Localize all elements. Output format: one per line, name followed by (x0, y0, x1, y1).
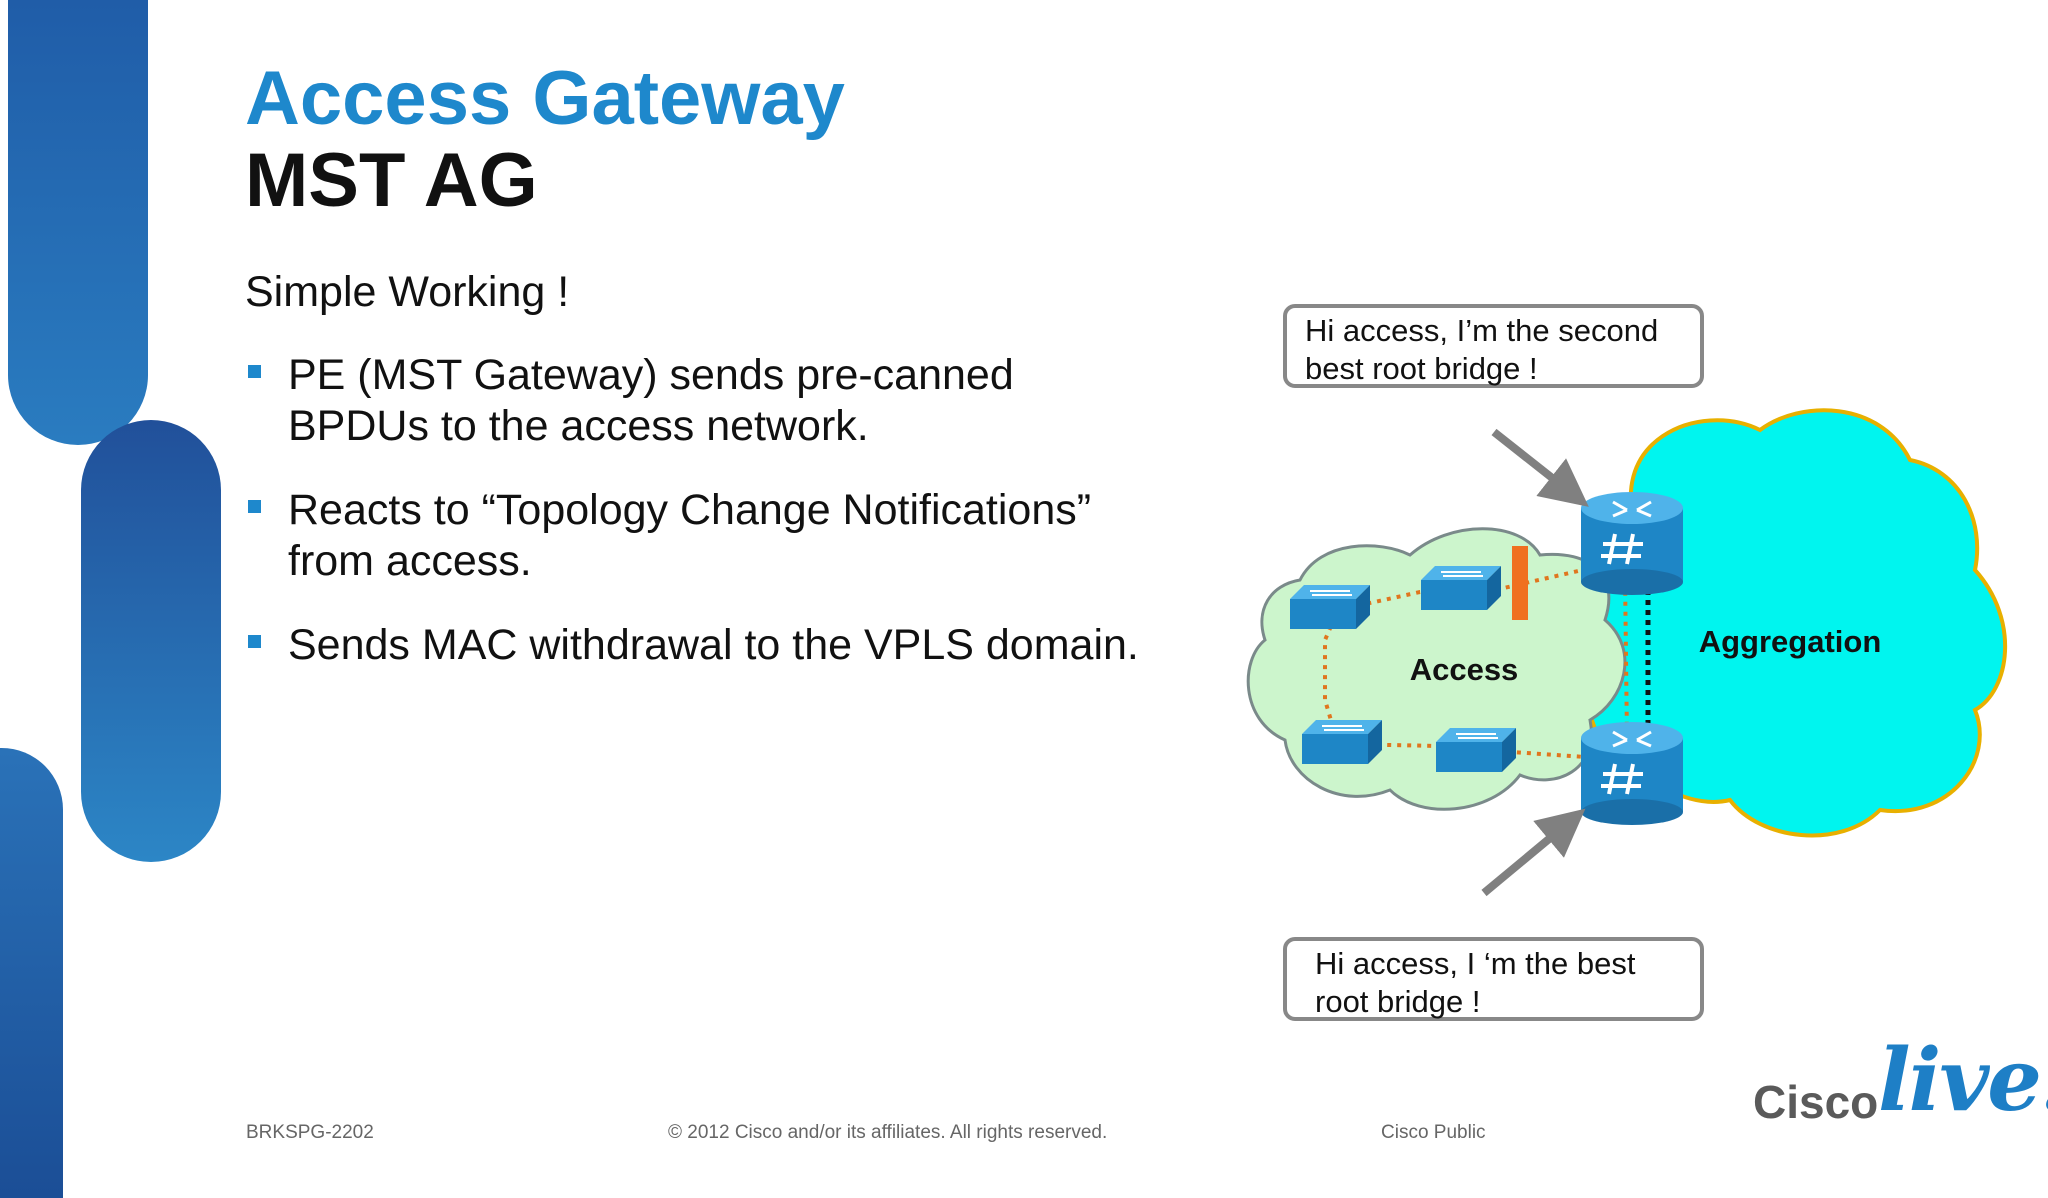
arrow-icon (1491, 428, 1589, 507)
bullet-text: PE (MST Gateway) sends pre-canned BPDUs … (288, 351, 1014, 450)
slide-title: Access Gateway (245, 56, 845, 141)
slide-subtitle: MST AG (245, 138, 538, 223)
callout-second-best-root: Hi access, I’m the second best root brid… (1283, 304, 1704, 388)
network-diagram: Access Aggregation (1246, 408, 2007, 897)
aggregation-label: Aggregation (1699, 624, 1882, 659)
router-icon (1581, 722, 1683, 825)
logo-cisco-text: Cisco (1753, 1076, 1879, 1128)
bullet-marker-icon (248, 365, 261, 378)
switch-icon (1421, 566, 1501, 610)
logo-live-text: live! (1878, 1030, 2048, 1131)
bullet-marker-icon (248, 500, 261, 513)
switch-icon (1436, 728, 1516, 772)
intro-text: Simple Working ! (245, 268, 570, 316)
access-label: Access (1410, 652, 1519, 687)
footer-classification: Cisco Public (1381, 1122, 1486, 1143)
bullet-marker-icon (248, 635, 261, 648)
router-icon (1581, 492, 1683, 595)
bullet-item: PE (MST Gateway) sends pre-canned BPDUs … (245, 350, 1165, 452)
callout-best-root: Hi access, I ‘m the best root bridge ! (1283, 937, 1704, 1021)
bullet-item: Reacts to “Topology Change Notifications… (245, 485, 1165, 587)
decorative-bar-middle (81, 420, 221, 862)
switch-icon (1290, 585, 1370, 629)
bullet-text: Reacts to “Topology Change Notifications… (288, 486, 1092, 585)
footer-session-code: BRKSPG-2202 (246, 1122, 374, 1143)
footer-copyright: © 2012 Cisco and/or its affiliates. All … (668, 1122, 1108, 1143)
bullet-item: Sends MAC withdrawal to the VPLS domain. (245, 620, 1165, 671)
bullet-text: Sends MAC withdrawal to the VPLS domain. (288, 621, 1139, 669)
blocked-port-marker (1512, 546, 1528, 620)
bullet-list: PE (MST Gateway) sends pre-canned BPDUs … (245, 350, 1165, 704)
decorative-bar-bottom (0, 748, 63, 1198)
arrow-icon (1481, 808, 1586, 897)
decorative-bar-top (8, 0, 148, 445)
cisco-live-logo: Cisco live! (1750, 1030, 2048, 1131)
switch-icon (1302, 720, 1382, 764)
